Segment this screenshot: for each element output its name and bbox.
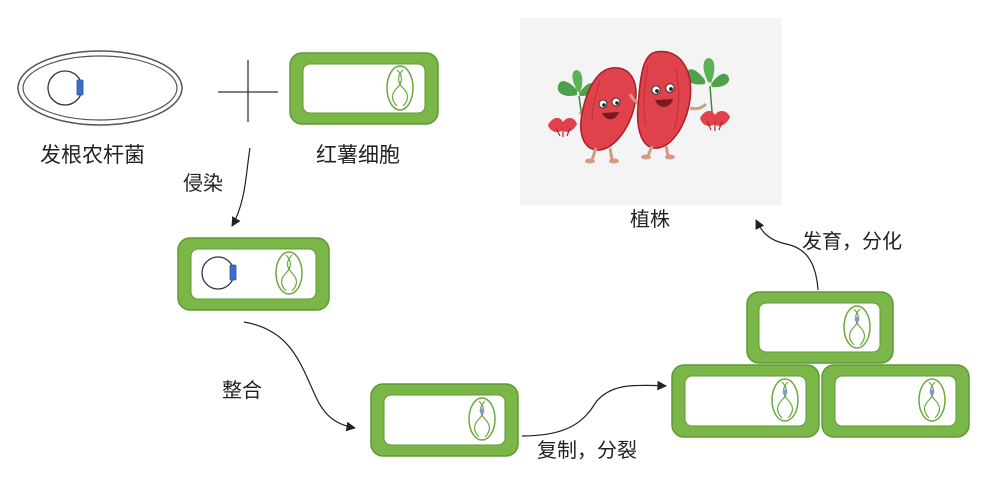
plus-sign (218, 60, 278, 122)
arrow-infection (231, 147, 251, 227)
plasmid-gene-marker (76, 79, 84, 96)
integrated-gene-marker (782, 389, 788, 395)
plasmid (47, 70, 84, 106)
label-agrobacterium: 发根农杆菌 (40, 143, 145, 167)
nucleus (918, 378, 946, 422)
plasmid-in-cell (201, 256, 237, 290)
arrow-integration (243, 321, 356, 432)
nucleus (843, 305, 871, 349)
cluster-cell-right (821, 364, 970, 438)
arrow-replication (521, 380, 667, 437)
arrow-development (755, 219, 819, 291)
integrated-gene-marker (479, 408, 485, 414)
agrobacterium (17, 50, 183, 126)
integrated-gene-marker (929, 389, 935, 395)
label-plant: 植株 (630, 207, 670, 231)
sweet-potato-mascot-icon (628, 50, 730, 160)
plasmid-gene-marker (229, 264, 237, 281)
cluster-cell-top (746, 291, 894, 364)
label-infection: 侵染 (183, 171, 223, 195)
sweet-potato-cell (289, 52, 439, 125)
label-development-differentiation: 发育，分化 (802, 229, 902, 253)
label-replication-division: 复制，分裂 (537, 438, 637, 462)
flower-icon (548, 117, 577, 137)
sweet-potato-mascot-icon (548, 67, 637, 164)
plant-illustration (520, 18, 782, 205)
nucleus (386, 65, 414, 111)
cluster-cell-left (671, 364, 820, 438)
nucleus (275, 251, 303, 295)
flower-icon (700, 110, 730, 131)
integrated-gene-marker (854, 316, 860, 322)
nucleus (468, 397, 496, 441)
infected-cell (177, 237, 330, 311)
transformed-cell (370, 383, 519, 457)
nucleus (771, 378, 799, 422)
label-integration: 整合 (222, 378, 262, 402)
label-sweet-potato-cell: 红薯细胞 (316, 143, 400, 167)
